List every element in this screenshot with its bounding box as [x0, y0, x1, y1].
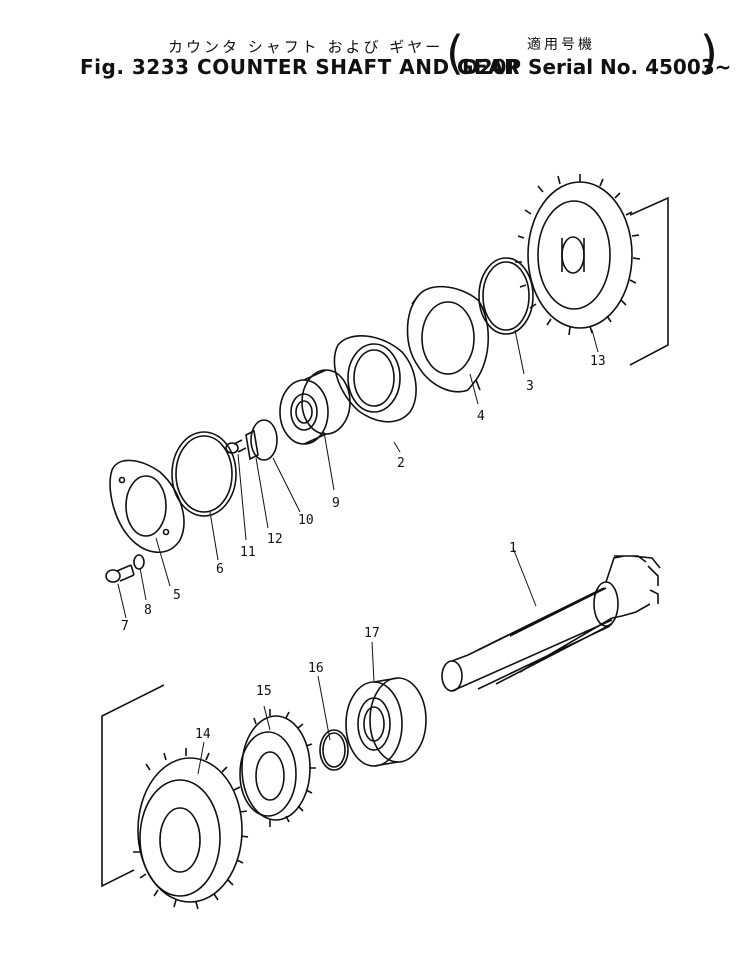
- cover-5: [109, 459, 185, 554]
- callout-8: 8: [144, 603, 152, 618]
- callout-5: 5: [173, 588, 181, 603]
- gear-13: [515, 174, 641, 336]
- counter-shaft-1: [441, 555, 661, 692]
- callout-2: 2: [397, 456, 405, 471]
- callout-1: 1: [509, 541, 517, 556]
- callout-10: 10: [298, 513, 314, 528]
- gear-14: [133, 748, 249, 910]
- callout-4: 4: [477, 409, 485, 424]
- lock-plate-12: [245, 429, 259, 461]
- gear-13-group-bracket: [629, 196, 669, 366]
- callout-6: 6: [216, 562, 224, 577]
- callout-11: 11: [240, 545, 256, 560]
- callout-16: 16: [308, 661, 324, 676]
- washer-8: [133, 554, 145, 570]
- model-serial: D20P Serial No. 45003~: [462, 55, 732, 79]
- callout-7: 7: [121, 619, 129, 634]
- o-ring-6: [171, 431, 237, 517]
- callout-labels: 1 2 3 4 5 6 7 8 9 10 11 12 13 14 15 16 1…: [121, 354, 606, 742]
- applicable-models-japanese: 適用号機: [527, 37, 595, 53]
- callout-14: 14: [195, 727, 211, 742]
- callout-12: 12: [267, 532, 283, 547]
- callout-17: 17: [364, 626, 380, 641]
- figure-title: Fig. 3233 COUNTER SHAFT AND GEAR: [80, 55, 520, 79]
- callout-9: 9: [332, 496, 340, 511]
- retainer-plate-4: [406, 285, 490, 393]
- plate-10: [250, 419, 278, 461]
- o-ring-3: [478, 257, 534, 335]
- leader-lines: [117, 329, 599, 775]
- open-parenthesis: (: [446, 26, 464, 80]
- figure-title-japanese: カウンタ シャフト および ギヤー: [168, 38, 444, 56]
- snap-ring-16: [319, 729, 349, 771]
- gear-15: [239, 709, 316, 827]
- ball-bearing-17: [345, 677, 427, 767]
- callout-3: 3: [526, 379, 534, 394]
- close-parenthesis: ): [700, 26, 718, 80]
- bearing-cage-2: [333, 335, 417, 423]
- callout-15: 15: [256, 684, 272, 699]
- callout-13: 13: [590, 354, 606, 369]
- bolt-7: [105, 564, 135, 583]
- ball-bearing-9: [279, 369, 351, 445]
- gear-14-group-bracket: [101, 684, 165, 888]
